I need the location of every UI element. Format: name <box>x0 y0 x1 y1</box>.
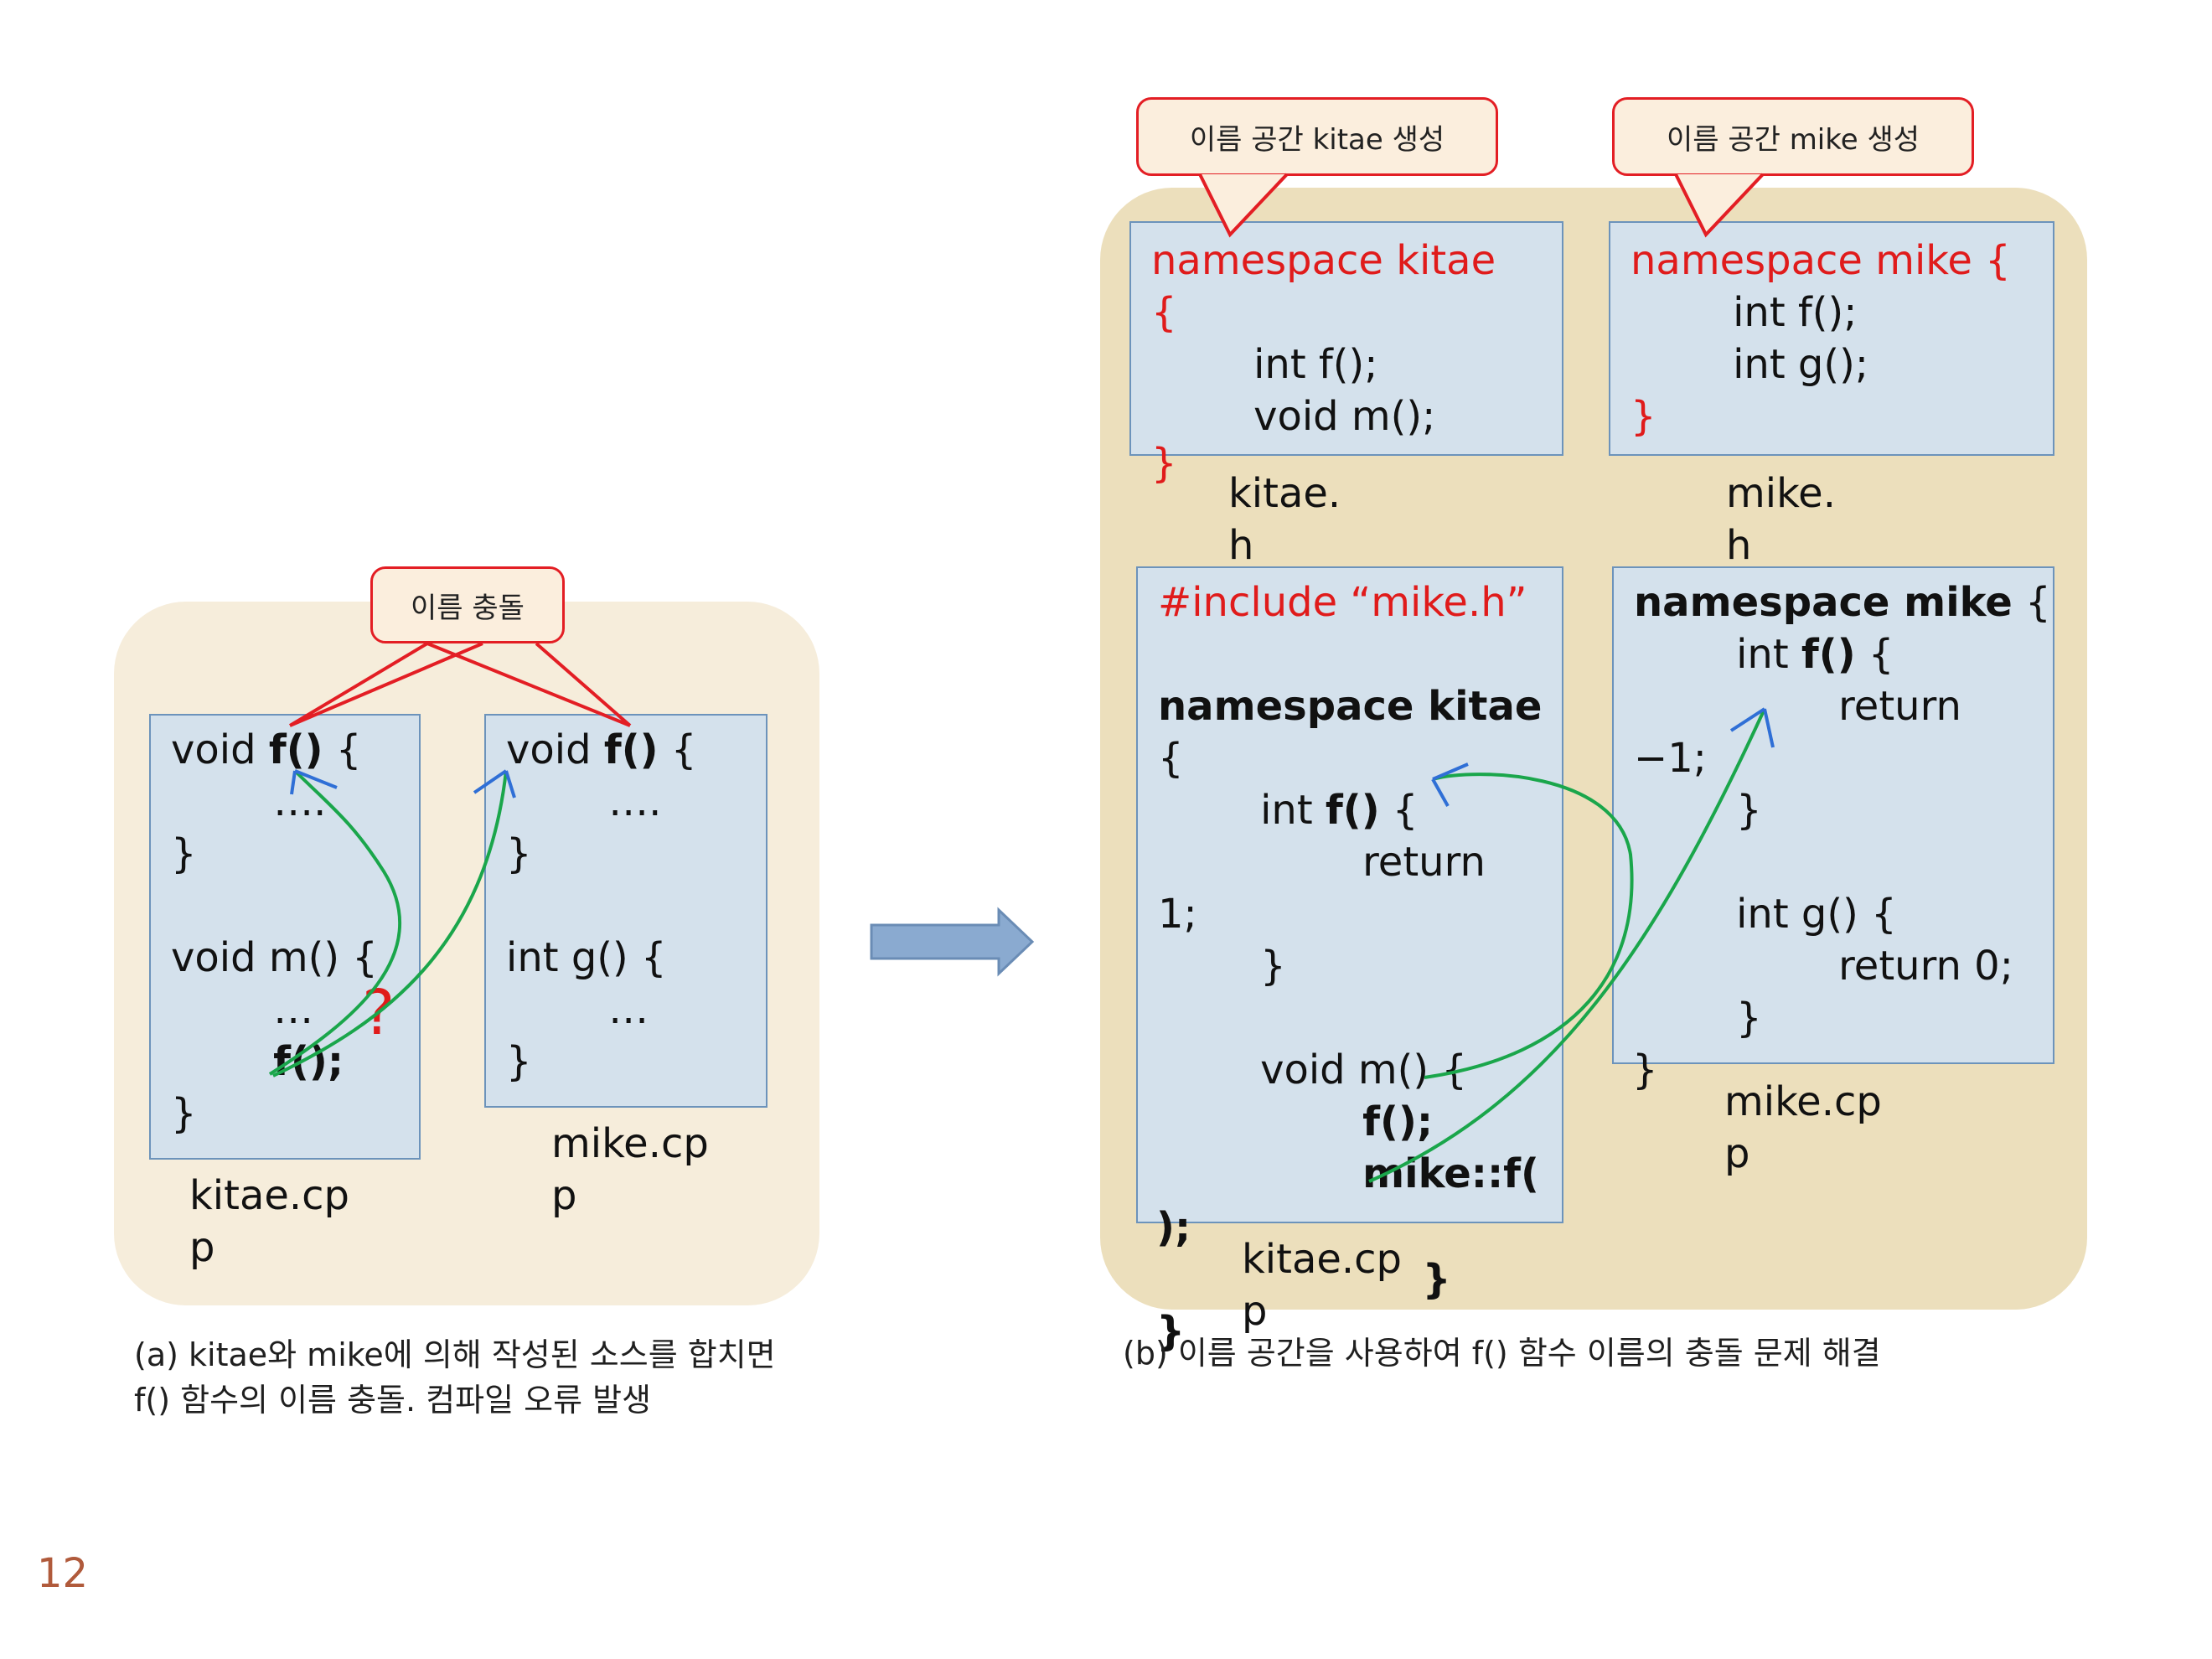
right-kitae-cpp-box: #include “mike.h” namespace kitae { int … <box>1136 566 1563 1223</box>
page-number: 12 <box>37 1550 89 1597</box>
right-arrow-icon <box>870 907 1035 977</box>
right-mike-cpp-filename: mike.cp p <box>1724 1078 1882 1177</box>
right-kitae-cpp-code: #include “mike.h” namespace kitae { int … <box>1158 579 1543 1197</box>
right-mike-h-code: namespace mike { int f(); int g(); } <box>1631 237 2011 440</box>
left-call-arrow-mike <box>272 770 508 1078</box>
callout-create-kitae: 이름 공간 kitae 생성 <box>1136 97 1498 176</box>
right-caption: (b) 이름 공간을 사용하여 f() 함수 이름의 충돌 문제 해결 <box>1123 1335 1881 1372</box>
right-call-arrow-kitae <box>1424 773 1634 1079</box>
right-mike-cpp-box: namespace mike { int f() { return −1; } … <box>1612 566 2054 1064</box>
left-caption: (a) kitae와 mike에 의해 작성된 소스를 합치면 f() 함수의 … <box>134 1336 776 1419</box>
left-kitae-code: void f() { …. } void m() { … f(); } <box>171 726 378 1137</box>
left-arrowhead-mike-icon <box>473 769 516 798</box>
left-mike-filename: mike.cp p <box>551 1120 709 1219</box>
left-arrowhead-kitae-icon <box>290 769 338 795</box>
right-kitae-h-filename: kitae. h <box>1228 470 1341 569</box>
right-call-arrow-mike <box>1368 708 1766 1183</box>
left-mike-cpp-box: void f() { …. } int g() { … } <box>484 714 767 1108</box>
right-arrowhead-mike-icon <box>1729 707 1775 748</box>
right-kitae-h-box: namespace kitae { int f(); void m(); <box>1129 221 1563 456</box>
left-kitae-filename: kitae.cp p <box>189 1172 350 1271</box>
right-kitae-h-close-brace: } <box>1151 440 1177 487</box>
right-mike-cpp-code: namespace mike { int f() { return −1; } … <box>1634 579 2051 1041</box>
callout-create-mike: 이름 공간 mike 생성 <box>1612 97 1974 176</box>
right-kitae-cpp-overflow: ); } } <box>1156 1204 1451 1355</box>
callout-kitae-tail <box>1198 173 1289 238</box>
conflict-pointer-lines <box>288 642 632 727</box>
right-arrowhead-kitae-icon <box>1431 762 1469 807</box>
right-kitae-cpp-filename: kitae.cp p <box>1242 1236 1403 1335</box>
left-call-arrow-kitae <box>268 769 402 1076</box>
right-mike-h-filename: mike. h <box>1726 470 1836 569</box>
callout-name-conflict: 이름 충돌 <box>370 566 565 643</box>
left-kitae-cpp-box: void f() { …. } void m() { … f(); } <box>149 714 421 1160</box>
right-mike-cpp-close-brace: } <box>1632 1047 1658 1093</box>
right-mike-h-box: namespace mike { int f(); int g(); } <box>1609 221 2054 456</box>
callout-mike-tail <box>1674 173 1765 238</box>
left-mike-code: void f() { …. } int g() { … } <box>506 726 697 1085</box>
right-kitae-h-code: namespace kitae { int f(); void m(); <box>1151 237 1496 440</box>
